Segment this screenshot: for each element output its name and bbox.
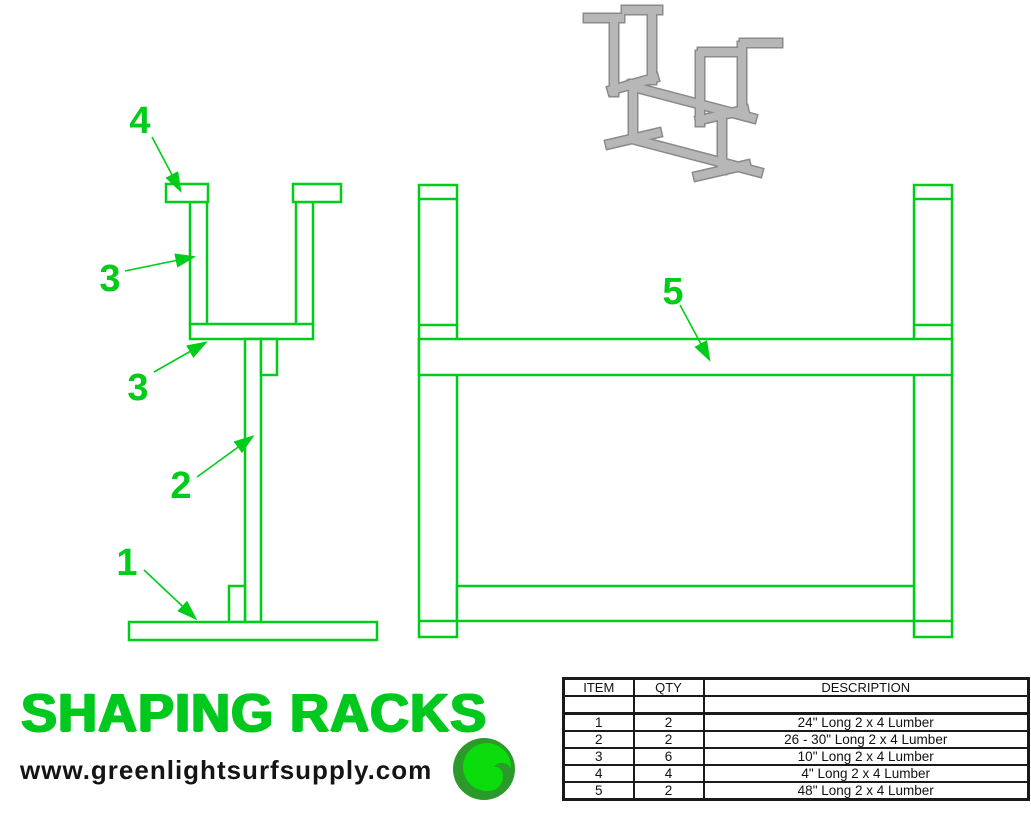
table-cell: 24" Long 2 x 4 Lumber	[702, 711, 1030, 732]
table-cell: 10" Long 2 x 4 Lumber	[702, 746, 1030, 766]
side-left-post	[417, 183, 459, 639]
leader-5	[679, 304, 711, 362]
side-right-post	[912, 183, 954, 639]
front-crossbar	[188, 322, 315, 341]
leader-3-arm	[124, 253, 197, 272]
table-cell: 3	[562, 746, 635, 766]
front-right-cap	[291, 182, 343, 204]
callout-5: 5	[662, 271, 683, 313]
leader-4	[151, 136, 182, 193]
table-cell	[632, 695, 705, 714]
callout-3-crossbar: 3	[127, 367, 148, 409]
website-url: www.greenlightsurfsupply.com	[20, 755, 433, 785]
table-cell: 1	[562, 711, 635, 732]
side-top-rail	[417, 337, 954, 377]
table-header-row: ITEM QTY DESCRIPTION	[562, 677, 1030, 697]
side-bottom-rail	[455, 584, 916, 623]
column-header-description: DESCRIPTION	[702, 677, 1030, 697]
side-view-drawing	[417, 183, 954, 639]
front-view-drawing	[127, 182, 379, 642]
table-cell: 6	[632, 746, 705, 766]
table-cell	[562, 695, 635, 714]
table-cell: 4	[562, 763, 635, 783]
front-right-arm	[294, 200, 315, 327]
leader-2	[196, 435, 255, 478]
callout-4: 4	[129, 100, 150, 142]
front-left-cap	[164, 182, 210, 204]
front-base-foot	[127, 620, 379, 642]
logo-inner-disc	[463, 743, 511, 791]
page-title: SHAPING RACKS	[21, 683, 488, 743]
rack-3d-render	[582, 4, 784, 183]
render-fill	[584, 6, 782, 181]
front-center-post	[243, 337, 263, 624]
table-cell: 2	[632, 729, 705, 749]
table-cell: 26 - 30" Long 2 x 4 Lumber	[702, 729, 1030, 749]
leader-1	[143, 569, 198, 621]
table-row	[562, 695, 1030, 714]
table-cell: 48" Long 2 x 4 Lumber	[702, 780, 1030, 800]
table-cell: 4	[632, 763, 705, 783]
callout-leaders	[124, 136, 711, 621]
table-cell	[702, 695, 1030, 714]
callout-2: 2	[170, 465, 191, 507]
front-left-arm	[188, 200, 209, 327]
greenlight-logo-icon	[453, 738, 515, 800]
callout-3-arm: 3	[99, 258, 120, 300]
leader-3-crossbar	[153, 341, 208, 373]
column-header-item: ITEM	[562, 677, 635, 697]
table-cell: 2	[632, 780, 705, 800]
column-header-qty: QTY	[632, 677, 705, 697]
front-bottom-rail-block	[227, 584, 247, 624]
callout-labels: 4 3 3 2 1 5	[99, 100, 683, 584]
table-cell: 4" Long 2 x 4 Lumber	[702, 763, 1030, 783]
table-cell: 2	[632, 711, 705, 732]
table-cell: 5	[562, 780, 635, 800]
callout-1: 1	[116, 542, 137, 584]
table-cell: 2	[562, 729, 635, 749]
front-top-rail-block	[259, 337, 279, 377]
logo-swirl	[484, 762, 513, 795]
